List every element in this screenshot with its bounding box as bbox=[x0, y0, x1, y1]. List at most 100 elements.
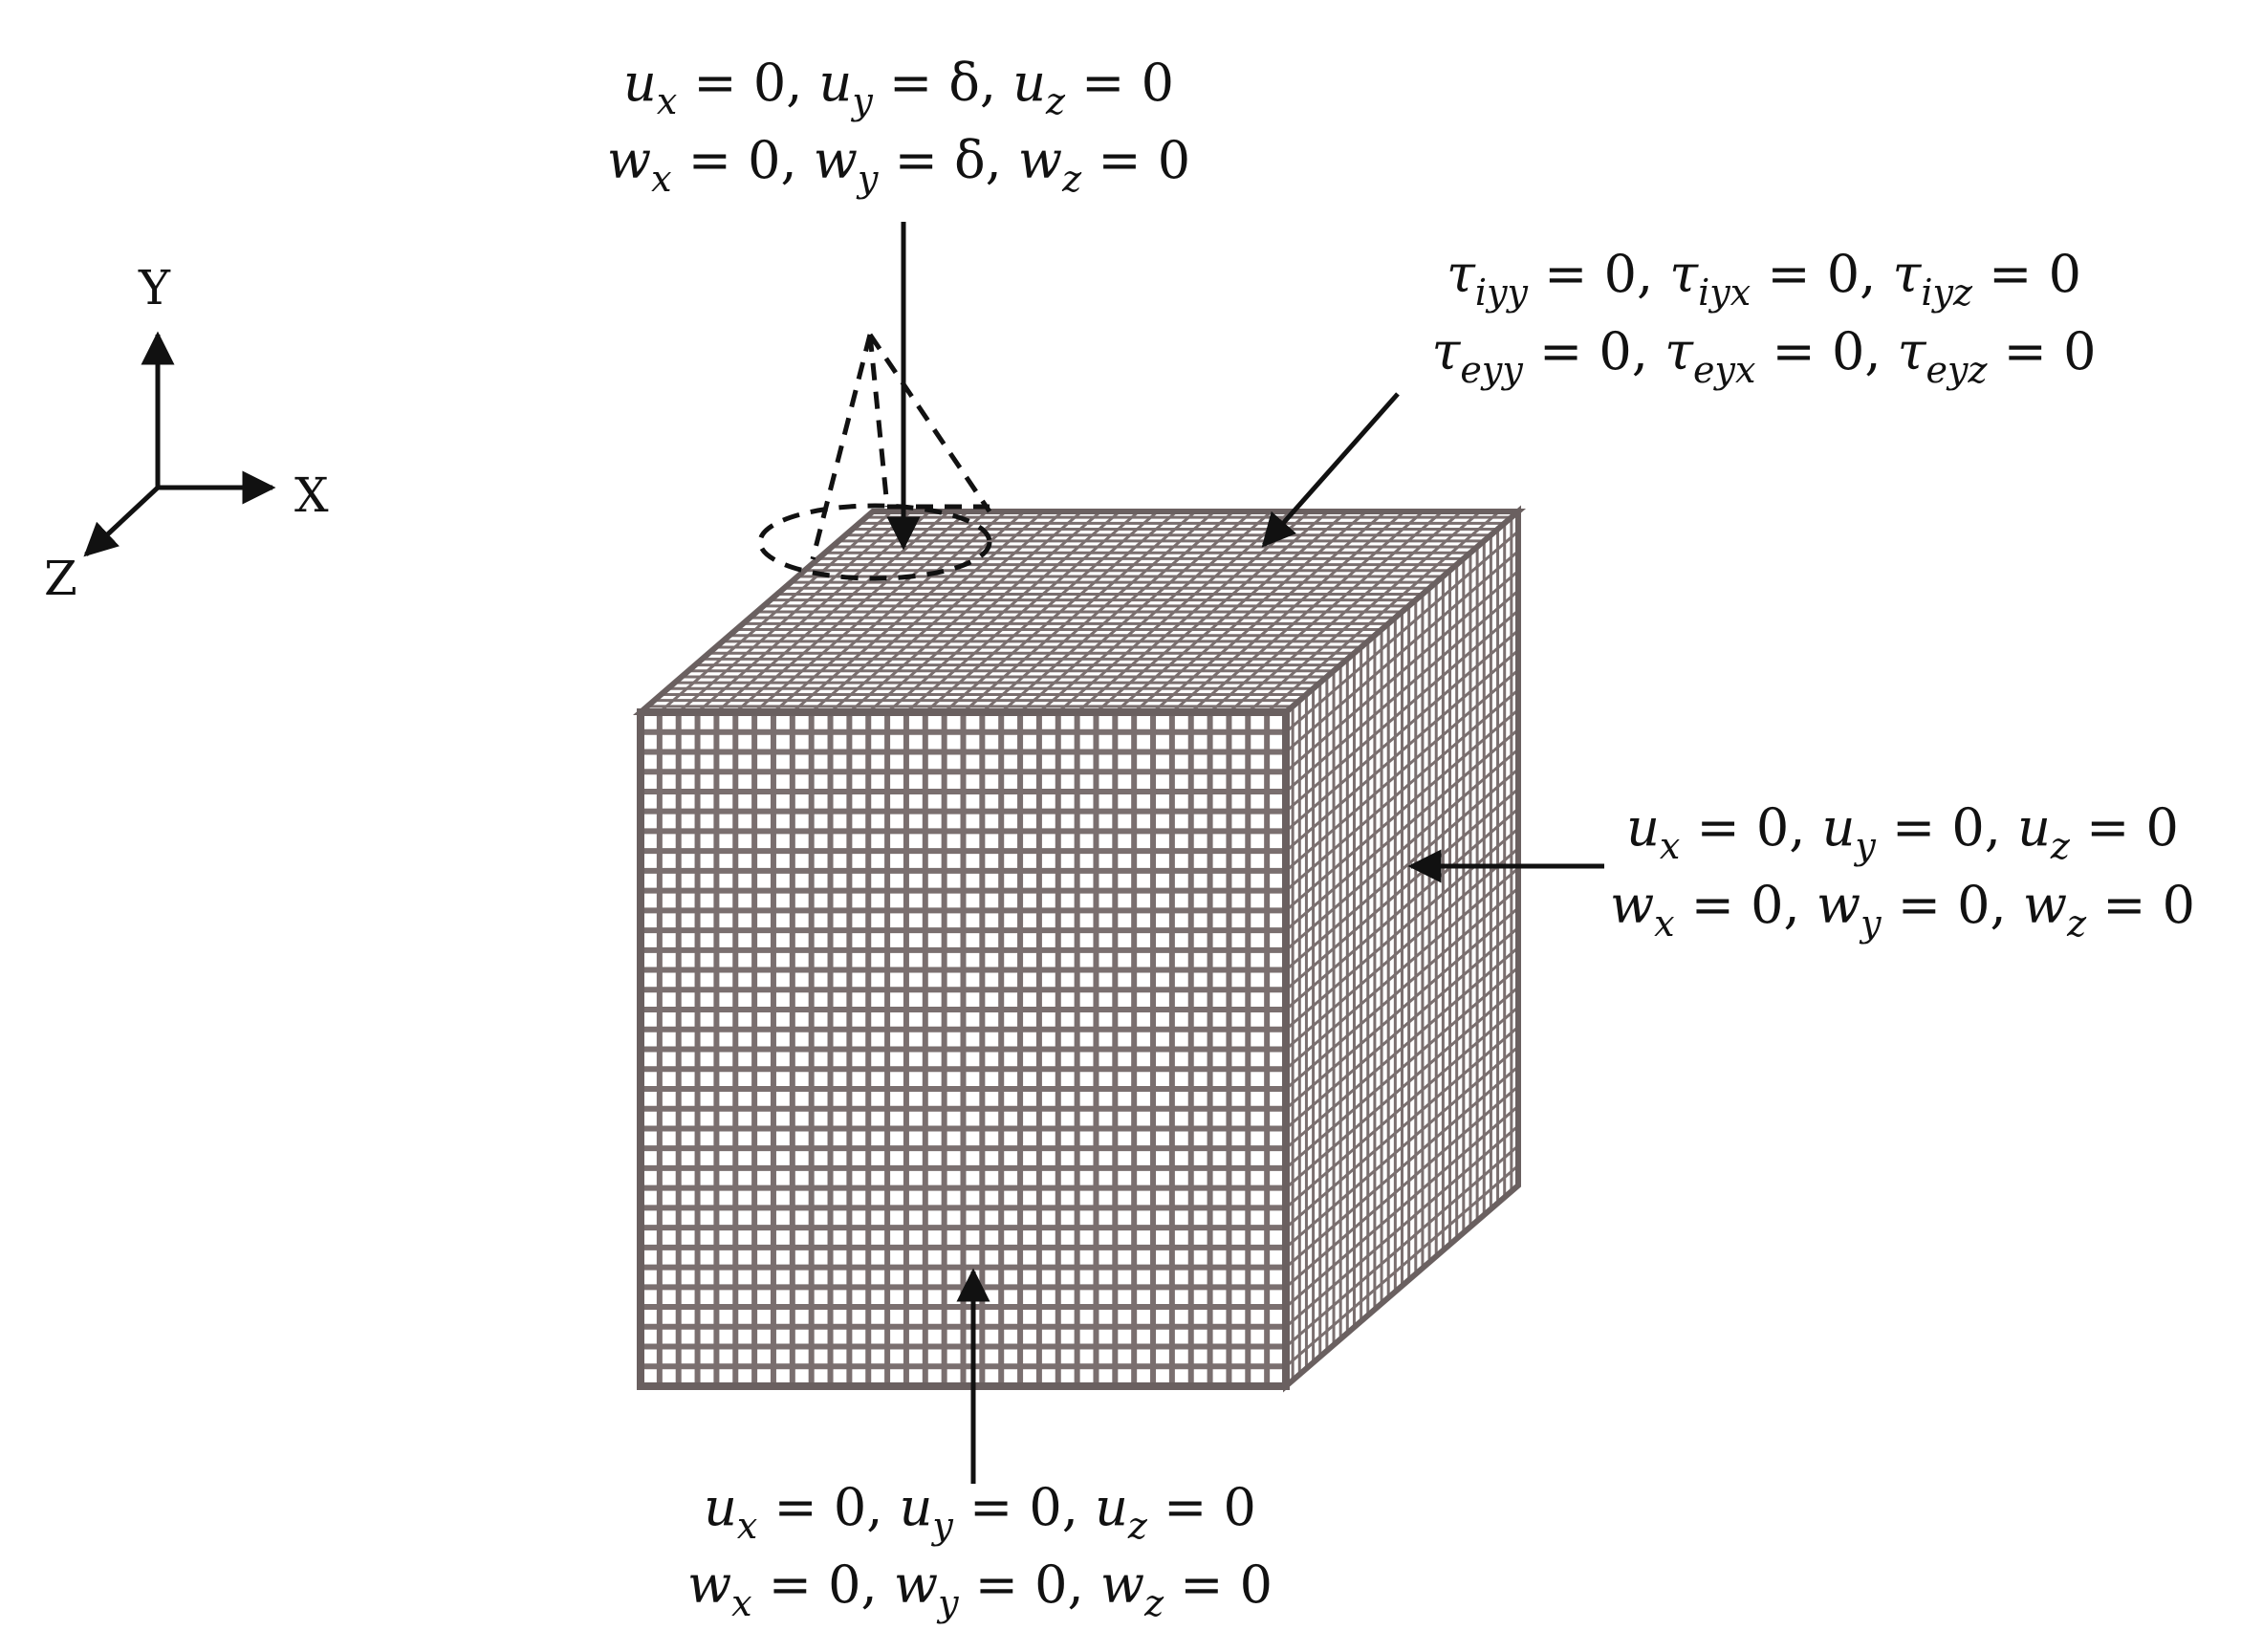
cone-left-edge bbox=[810, 334, 873, 560]
mesh-cube bbox=[632, 505, 1527, 1393]
mesh-line bbox=[1286, 1164, 1518, 1368]
subscript: x bbox=[657, 80, 677, 122]
z-axis-line bbox=[83, 486, 160, 557]
equation-symbol: τ bbox=[1898, 321, 1927, 381]
subscript: iyz bbox=[1921, 272, 1973, 314]
subscript: x bbox=[651, 158, 671, 200]
equation-symbol: = 0, bbox=[1680, 797, 1821, 858]
subscript: x bbox=[1660, 825, 1680, 867]
equation-symbol: = 0, bbox=[1876, 797, 2017, 858]
subscript: z bbox=[1061, 158, 1082, 200]
equation-symbol: w bbox=[607, 130, 651, 190]
equation-symbol: τ bbox=[1664, 321, 1694, 381]
equation-symbol: τ bbox=[1432, 321, 1462, 381]
cone-hidden-edge bbox=[867, 334, 890, 508]
subscript: iyy bbox=[1475, 272, 1529, 314]
equation-symbol: w bbox=[1100, 1554, 1144, 1615]
right-face-line-2: wx​ = 0, wy​ = 0, wz​ = 0 bbox=[1610, 875, 2195, 945]
mesh-line bbox=[1286, 926, 1518, 1130]
bottom-face-label: ux​ = 0, uy​ = 0, uz​ = 0 wx​ = 0, wy​ =… bbox=[687, 1477, 1273, 1624]
x-axis-label: X bbox=[294, 467, 329, 523]
top-face-label: τiyy​ = 0, τiyx​ = 0, τiyz​ = 0 τeyy​ = … bbox=[1432, 244, 2097, 391]
mesh-line bbox=[1152, 511, 1387, 712]
equation-symbol: = 0, bbox=[1523, 321, 1664, 381]
equation-symbol: u bbox=[1822, 797, 1856, 858]
mesh-line bbox=[1019, 511, 1254, 712]
subscript: z bbox=[1143, 1582, 1164, 1624]
equation-symbol: = 0, bbox=[1751, 244, 1892, 304]
coordinate-axes: Y X Z bbox=[44, 260, 329, 606]
mesh-line bbox=[1037, 511, 1273, 712]
mesh-line bbox=[1170, 511, 1405, 712]
equation-symbol: u bbox=[704, 1477, 737, 1537]
equation-symbol: w bbox=[814, 130, 858, 190]
subscript: eyz bbox=[1926, 349, 1989, 391]
mesh-line bbox=[1286, 1144, 1518, 1348]
equation-symbol: = 0, bbox=[1755, 321, 1897, 381]
equation-symbol: w bbox=[2023, 875, 2067, 935]
mesh-line bbox=[1286, 966, 1518, 1170]
subscript: x bbox=[1654, 902, 1674, 945]
top-load-line-2: wx​ = 0, wy​ = δ, wz​ = 0 bbox=[607, 130, 1190, 200]
equation-symbol: = 0 bbox=[1164, 1554, 1273, 1615]
mesh-line bbox=[1286, 867, 1518, 1071]
equation-symbol: u bbox=[819, 53, 853, 113]
equation-symbol: = 0 bbox=[1972, 244, 2081, 304]
right-face-line-1: ux​ = 0, uy​ = 0, uz​ = 0 bbox=[1626, 797, 2179, 867]
mesh-line bbox=[1286, 986, 1518, 1189]
mesh-line bbox=[981, 511, 1216, 712]
top-face-line-1: τiyy​ = 0, τiyx​ = 0, τiyz​ = 0 bbox=[1447, 244, 2081, 314]
subscript: y bbox=[1853, 825, 1876, 867]
mesh-line bbox=[1286, 1124, 1518, 1328]
equation-symbol: = 0, bbox=[677, 53, 818, 113]
subscript: z bbox=[2066, 902, 2087, 945]
subscript: y bbox=[930, 1505, 953, 1547]
mesh-line bbox=[1266, 511, 1501, 712]
top-load-label: ux​ = 0, uy​ = δ, uz​ = 0 wx​ = 0, wy​ =… bbox=[607, 53, 1190, 200]
equation-symbol: = 0 bbox=[1065, 53, 1174, 113]
right-face-label: ux​ = 0, uy​ = 0, uz​ = 0 wx​ = 0, wy​ =… bbox=[1610, 797, 2195, 945]
equation-symbol: u bbox=[2017, 797, 2051, 858]
equation-symbol: = 0, bbox=[672, 130, 814, 190]
mesh-line bbox=[1286, 946, 1518, 1150]
equation-symbol: w bbox=[687, 1554, 731, 1615]
mesh-line bbox=[1286, 1006, 1518, 1209]
equation-symbol: = 0, bbox=[1882, 875, 2023, 935]
equation-symbol: w bbox=[1817, 875, 1860, 935]
equation-symbol: = 0 bbox=[2086, 875, 2195, 935]
subscript: eyx bbox=[1693, 349, 1755, 391]
mesh-line bbox=[1228, 511, 1463, 712]
subscript: z bbox=[1127, 1505, 1148, 1547]
cube-top-face bbox=[632, 509, 1527, 715]
y-axis-label: Y bbox=[138, 260, 171, 315]
equation-symbol: w bbox=[1018, 130, 1062, 190]
mesh-line bbox=[1208, 511, 1444, 712]
mesh-line bbox=[1286, 1025, 1518, 1229]
mesh-line bbox=[1286, 847, 1518, 1051]
mesh-line bbox=[1114, 511, 1349, 712]
mesh-line bbox=[1286, 886, 1518, 1091]
mesh-line bbox=[1286, 1104, 1518, 1309]
subscript: x bbox=[737, 1505, 757, 1547]
equation-symbol: = 0, bbox=[752, 1554, 894, 1615]
equation-symbol: = 0 bbox=[2070, 797, 2179, 858]
equation-symbol: = δ, bbox=[879, 130, 1018, 190]
cube-front-face bbox=[637, 708, 1290, 1390]
equation-symbol: τ bbox=[1669, 244, 1699, 304]
subscript: eyy bbox=[1460, 349, 1523, 391]
subscript: iyx bbox=[1698, 272, 1751, 314]
subscript: z bbox=[1045, 80, 1066, 122]
subscript: y bbox=[936, 1582, 959, 1624]
equation-symbol: = 0 bbox=[1988, 321, 2097, 381]
equation-symbol: u bbox=[1012, 53, 1046, 113]
equation-symbol: u bbox=[1626, 797, 1660, 858]
equation-symbol: = δ, bbox=[873, 53, 1012, 113]
bottom-face-line-1: ux​ = 0, uy​ = 0, uz​ = 0 bbox=[704, 1477, 1256, 1547]
mesh-line bbox=[1286, 1065, 1518, 1269]
equation-symbol: = 0, bbox=[953, 1477, 1095, 1537]
equation-symbol: = 0, bbox=[757, 1477, 899, 1537]
cone-right-edge bbox=[867, 333, 992, 513]
equation-symbol: = 0, bbox=[1528, 244, 1669, 304]
cube-right-face bbox=[1283, 505, 1521, 1393]
